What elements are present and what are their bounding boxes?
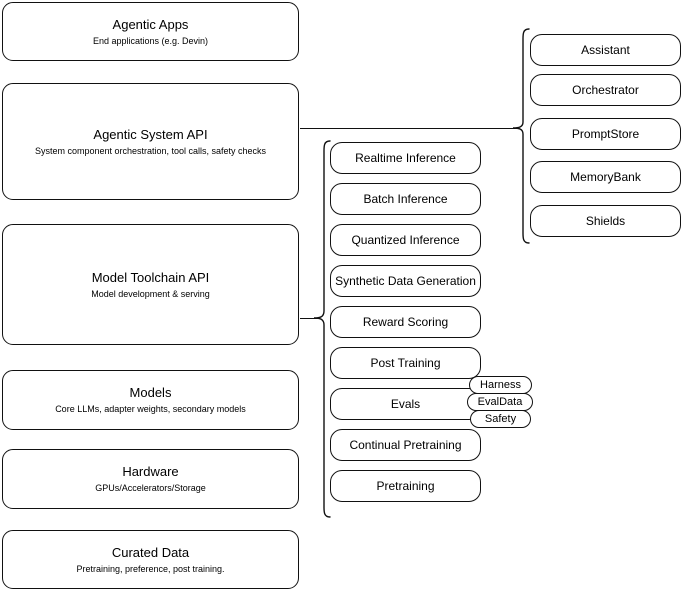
component-label: Orchestrator (572, 83, 639, 97)
layer-title: Agentic System API (93, 126, 208, 142)
evals-chip-label: EvalData (477, 396, 523, 408)
layer-subtitle: System component orchestration, tool cal… (34, 145, 267, 156)
connector-agentic-system-to-components (300, 128, 519, 129)
layer-title: Model Toolchain API (91, 269, 210, 285)
layer-title: Agentic Apps (112, 16, 189, 32)
capability-label: Reward Scoring (362, 315, 449, 329)
capability-evals[interactable]: Evals (330, 388, 481, 420)
capability-label: Realtime Inference (355, 151, 456, 165)
layer-title: Curated Data (111, 544, 190, 560)
layer-box-agentic-system-api[interactable]: Agentic System API System component orch… (2, 83, 299, 200)
capability-pretraining[interactable]: Pretraining (330, 470, 481, 502)
component-label: Assistant (581, 43, 630, 57)
capability-label: Batch Inference (363, 192, 448, 206)
layer-subtitle: Pretraining, preference, post training. (76, 563, 225, 574)
capability-continual-pretraining[interactable]: Continual Pretraining (330, 429, 481, 461)
layer-title: Hardware (122, 464, 179, 479)
brace-agentic-components (512, 28, 530, 244)
capability-realtime-inference[interactable]: Realtime Inference (330, 142, 481, 174)
capability-label: Continual Pretraining (349, 438, 462, 452)
layer-subtitle: Model development & serving (91, 288, 210, 299)
capability-label: Quantized Inference (351, 233, 460, 247)
component-memorybank[interactable]: MemoryBank (530, 161, 681, 193)
layer-subtitle: GPUs/Accelerators/Storage (95, 483, 206, 493)
layer-box-agentic-apps[interactable]: Agentic Apps End applications (e.g. Devi… (2, 2, 299, 61)
layer-title: Models (129, 385, 172, 400)
capability-label: Pretraining (376, 479, 435, 493)
capability-label: Evals (390, 397, 421, 411)
capability-reward-scoring[interactable]: Reward Scoring (330, 306, 481, 338)
evals-chip-label: Harness (480, 379, 521, 391)
capability-label: Post Training (370, 356, 441, 370)
layer-subtitle: End applications (e.g. Devin) (92, 35, 209, 46)
component-assistant[interactable]: Assistant (530, 34, 681, 66)
connector-toolchain-to-capabilities (300, 318, 320, 319)
capability-label: Synthetic Data Generation (335, 274, 476, 288)
brace-toolchain-capabilities (313, 140, 331, 518)
evals-chip-harness[interactable]: Harness (469, 376, 532, 394)
capability-post-training[interactable]: Post Training (330, 347, 481, 379)
component-label: MemoryBank (570, 170, 641, 184)
capability-synthetic-data-generation[interactable]: Synthetic Data Generation (330, 265, 481, 297)
layer-box-model-toolchain-api[interactable]: Model Toolchain API Model development & … (2, 224, 299, 345)
layer-box-curated-data[interactable]: Curated Data Pretraining, preference, po… (2, 530, 299, 589)
component-label: PromptStore (571, 127, 640, 141)
capability-batch-inference[interactable]: Batch Inference (330, 183, 481, 215)
component-label: Shields (585, 214, 626, 228)
layer-box-models[interactable]: Models Core LLMs, adapter weights, secon… (2, 370, 299, 430)
capability-quantized-inference[interactable]: Quantized Inference (330, 224, 481, 256)
component-orchestrator[interactable]: Orchestrator (530, 74, 681, 106)
evals-chip-label: Safety (484, 413, 517, 425)
evals-chip-safety[interactable]: Safety (470, 410, 531, 428)
component-promptstore[interactable]: PromptStore (530, 118, 681, 150)
evals-chip-evaldata[interactable]: EvalData (467, 393, 533, 411)
layer-box-hardware[interactable]: Hardware GPUs/Accelerators/Storage (2, 449, 299, 509)
component-shields[interactable]: Shields (530, 205, 681, 237)
layer-subtitle: Core LLMs, adapter weights, secondary mo… (55, 404, 246, 414)
